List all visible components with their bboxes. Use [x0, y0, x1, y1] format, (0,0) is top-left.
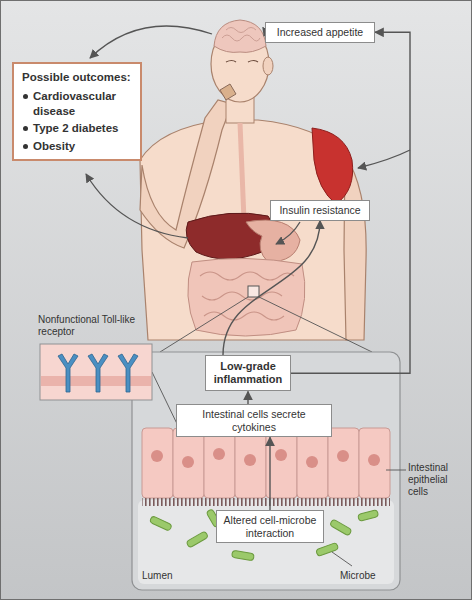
callout-box: Increased appetite [265, 22, 375, 43]
microbe [186, 531, 209, 548]
callout-box: Insulin resistance [270, 200, 370, 221]
outcomes-box: Possible outcomes: Cardiovascular disease… [12, 62, 142, 161]
liver-to-outcomes-arrow [86, 174, 188, 238]
part-label: Nonfunctional Toll-like receptor [38, 314, 158, 338]
receptor [58, 354, 78, 392]
part-label: Intestinal epithelial cells [408, 462, 468, 498]
ear [263, 57, 273, 75]
bullet-text: Type 2 diabetes [22, 121, 132, 135]
box-text: Low-grade inflammation [212, 360, 284, 386]
eyes [226, 61, 258, 63]
nucleus [337, 450, 349, 462]
bullet-text: Obesity [22, 139, 132, 153]
epithelial-cells [142, 426, 390, 506]
process-box: Intestinal cells secrete cytokines [176, 404, 332, 437]
inset-panel [132, 352, 400, 590]
receptor-inset [40, 344, 152, 400]
brain [214, 20, 266, 52]
receptor [88, 354, 108, 392]
microbe [329, 519, 352, 536]
person-figure [140, 20, 366, 340]
microbe [231, 550, 254, 561]
liver-arrow [276, 222, 300, 244]
microbe-leader [332, 552, 352, 566]
nucleus [151, 450, 163, 462]
cell [359, 428, 390, 498]
box-text: Possible outcomes: [22, 70, 132, 84]
cell [297, 428, 328, 498]
connector-arrow [247, 391, 248, 404]
box-text: Insulin resistance [276, 204, 364, 217]
microvilli [142, 498, 390, 506]
microbe [358, 510, 379, 522]
zoom-square [248, 286, 259, 297]
region-label: Lumen [142, 570, 202, 582]
intestines [188, 258, 305, 336]
nucleus [306, 456, 318, 468]
process-box: Altered cell-microbe interaction [216, 510, 324, 543]
cell [328, 428, 359, 498]
box-text: Altered cell-microbe interaction [222, 514, 318, 539]
nucleus [182, 456, 194, 468]
box-text: Increased appetite [271, 26, 369, 39]
shoulder-muscle [312, 128, 353, 204]
brain-folds [222, 28, 260, 42]
toll-like-receptors [58, 354, 138, 392]
muscle-arrow [358, 150, 410, 168]
cell [204, 428, 235, 498]
connector-arrow [269, 437, 270, 510]
esophagus [240, 123, 244, 220]
part-label: Microbe [340, 570, 396, 582]
cell [173, 428, 204, 498]
cell [266, 428, 297, 498]
nucleus [244, 454, 256, 466]
connector-arrow [223, 221, 320, 355]
bullet-text: Cardiovascular disease [22, 89, 132, 118]
cell [142, 428, 173, 498]
receptor [118, 354, 138, 392]
nucleus [368, 454, 380, 466]
cell [235, 428, 266, 498]
microbes [149, 509, 378, 561]
food [220, 84, 236, 100]
brain-to-outcomes-arrow [90, 26, 212, 58]
intestine-loops [200, 272, 294, 320]
nucleus [213, 448, 225, 460]
stomach [246, 220, 300, 262]
cells-leader [386, 470, 406, 471]
nucleus [275, 449, 287, 461]
box-text: Intestinal cells secrete cytokines [182, 408, 326, 433]
zoom-lines [160, 297, 372, 352]
microbe [149, 516, 172, 532]
inflammation-box: Low-grade inflammation [205, 355, 291, 391]
